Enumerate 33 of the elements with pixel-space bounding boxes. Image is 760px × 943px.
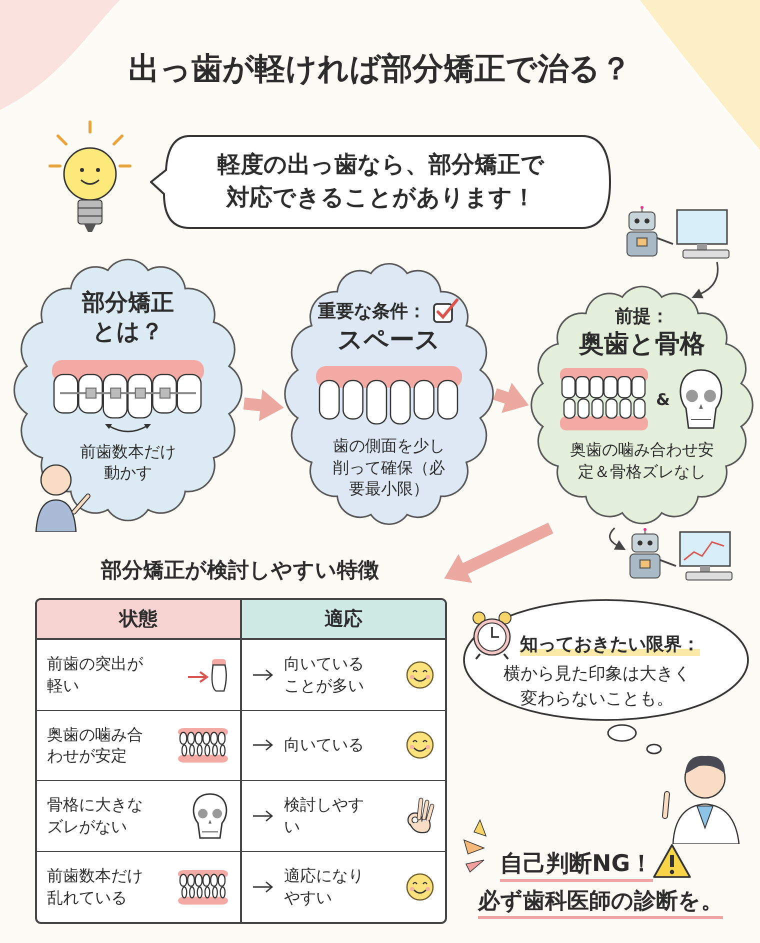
thought-bubble (462, 598, 750, 722)
cloud-heading: 部分矯正とは？ (80, 289, 175, 346)
cloud-heading: 重要な条件： (318, 300, 426, 323)
warning-heading: 自己判断NG！ (500, 848, 654, 882)
limit-heading: 知っておきたい限界： (520, 632, 700, 656)
cloud-text: 奥歯の噛み合わせ安定＆骨格ズレなし (568, 439, 715, 482)
condition-text: 前歯の突出が軽い (47, 653, 144, 696)
arrow (493, 383, 528, 413)
cloud-heading: 前提： (615, 305, 669, 328)
suitability-text: 向いている (284, 734, 365, 756)
page-title: 出っ歯が軽ければ部分矯正で治る？ (128, 50, 632, 89)
warning-text: 必ず歯科医師の診断を。 (478, 886, 723, 919)
table-heading: 部分矯正が検討しやすい特徴 (100, 557, 380, 584)
condition-text: 骨格に大きなズレがない (47, 794, 144, 838)
cloud-text: 歯の側面を少し削って確保（必要最小限） (332, 435, 446, 500)
cloud-heading: スペース (338, 324, 440, 356)
condition-text: 前歯数本だけ乱れている (47, 865, 144, 908)
limit-text: 横から見た印象は大きく変わらないことも。 (502, 663, 692, 711)
column-header: 適応 (242, 600, 445, 640)
arrow (692, 262, 719, 298)
speech-bubble (150, 132, 612, 232)
arrow (444, 522, 554, 583)
ampersand: & (656, 390, 670, 409)
cloud-heading: 奥歯と骨格 (579, 328, 705, 360)
suitability-text: 向いていることが多い (284, 653, 365, 696)
arrow (243, 390, 284, 421)
column-header: 状態 (37, 600, 242, 640)
speech-text: 軽度の出っ歯なら、部分矯正で対応できることがあります！ (216, 150, 546, 213)
condition-text: 奥歯の噛み合わせが安定 (47, 724, 144, 767)
arrow (608, 527, 626, 550)
suitability-text: 検討しやすい (284, 794, 365, 838)
cloud-text: 前歯数本だけ動かす (78, 440, 177, 484)
suitability-text: 適応になりやすい (284, 865, 365, 908)
